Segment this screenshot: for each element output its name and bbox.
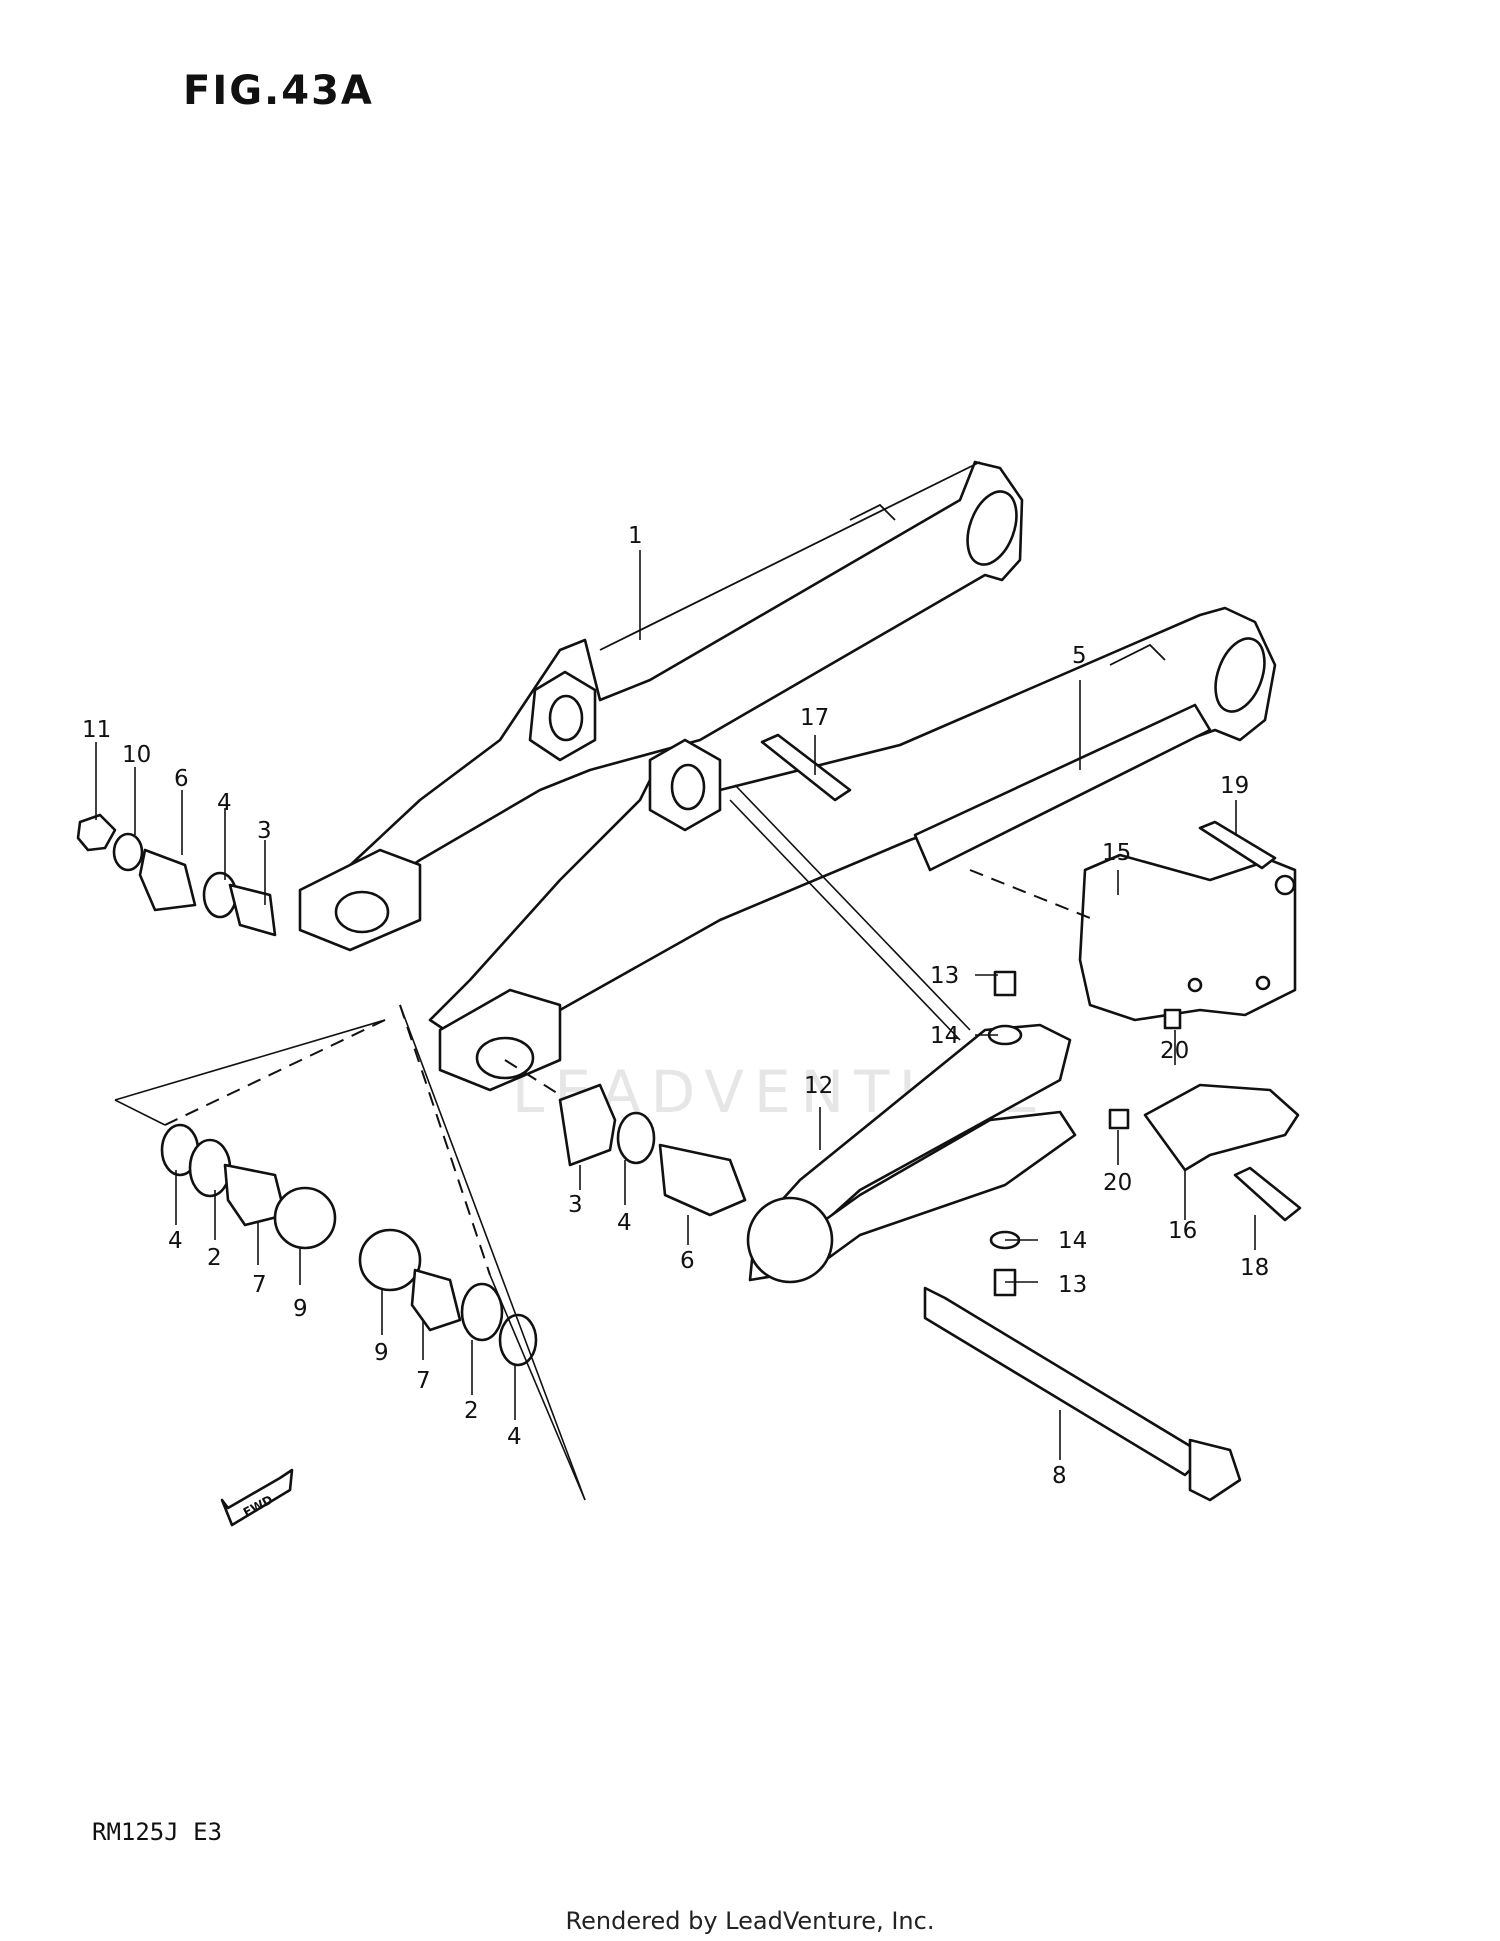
lower-left-bearing-stack (160, 1123, 337, 1250)
left-pivot-hardware-stack (76, 813, 277, 937)
callout-16: 16 (1168, 1218, 1197, 1244)
callout-2-lowerleft: 2 (207, 1245, 222, 1271)
render-credit: Rendered by LeadVenture, Inc. (565, 1907, 935, 1935)
callout-2-lowercenter: 2 (464, 1398, 479, 1424)
callout-20-right: 20 (1160, 1038, 1189, 1064)
callout-5: 5 (1072, 643, 1087, 669)
assembly-lines (114, 784, 1096, 1501)
callout-4-lowercenter: 4 (507, 1424, 522, 1450)
callout-8: 8 (1052, 1463, 1067, 1489)
callout-19: 19 (1220, 773, 1249, 799)
callout-3-center: 3 (568, 1192, 583, 1218)
callout-14-lower: 14 (1058, 1228, 1087, 1254)
callout-11: 11 (82, 717, 111, 743)
figure-title: FIG.43A (183, 68, 374, 114)
part-16-chain-guard (1143, 1083, 1300, 1172)
callout-6-center: 6 (680, 1248, 695, 1274)
callout-6-left: 6 (174, 766, 189, 792)
part-12-chain-guide (746, 1023, 1077, 1284)
callout-7-lowerleft: 7 (252, 1272, 267, 1298)
lower-center-bearing-stack (358, 1228, 538, 1367)
forward-direction-arrow: FWD (220, 1468, 294, 1527)
callout-14-upper: 14 (930, 1023, 959, 1049)
callout-15: 15 (1102, 840, 1131, 866)
callout-10: 10 (122, 742, 151, 768)
callout-7-lowercenter: 7 (416, 1368, 431, 1394)
center-bushing-stack (558, 1083, 747, 1217)
callout-labels: 1 5 17 19 15 13 14 20 12 20 16 18 14 13 … (82, 523, 1269, 1489)
callout-12: 12 (804, 1073, 833, 1099)
part-5-swingarm (428, 606, 1277, 1092)
callout-17: 17 (800, 705, 829, 731)
callout-9-lowerleft: 9 (293, 1296, 308, 1322)
callout-4-center: 4 (617, 1210, 632, 1236)
callout-4-left: 4 (217, 790, 232, 816)
part-15-chain-buffer (1078, 853, 1297, 1022)
callout-13-lower: 13 (1058, 1272, 1087, 1298)
small-fasteners (760, 733, 1302, 1297)
part-8-pivot-bolt (923, 1286, 1242, 1502)
callout-3-left: 3 (257, 818, 272, 844)
callout-13-upper: 13 (930, 963, 959, 989)
callout-20-lower: 20 (1103, 1170, 1132, 1196)
part-1-swingarm (298, 460, 1024, 952)
callout-9-lowercenter: 9 (374, 1340, 389, 1366)
callout-4-lowerleft: 4 (168, 1228, 183, 1254)
callout-1: 1 (628, 523, 643, 549)
callout-18: 18 (1240, 1255, 1269, 1281)
model-code: RM125J E3 (92, 1818, 223, 1846)
leader-lines (95, 550, 1256, 1460)
